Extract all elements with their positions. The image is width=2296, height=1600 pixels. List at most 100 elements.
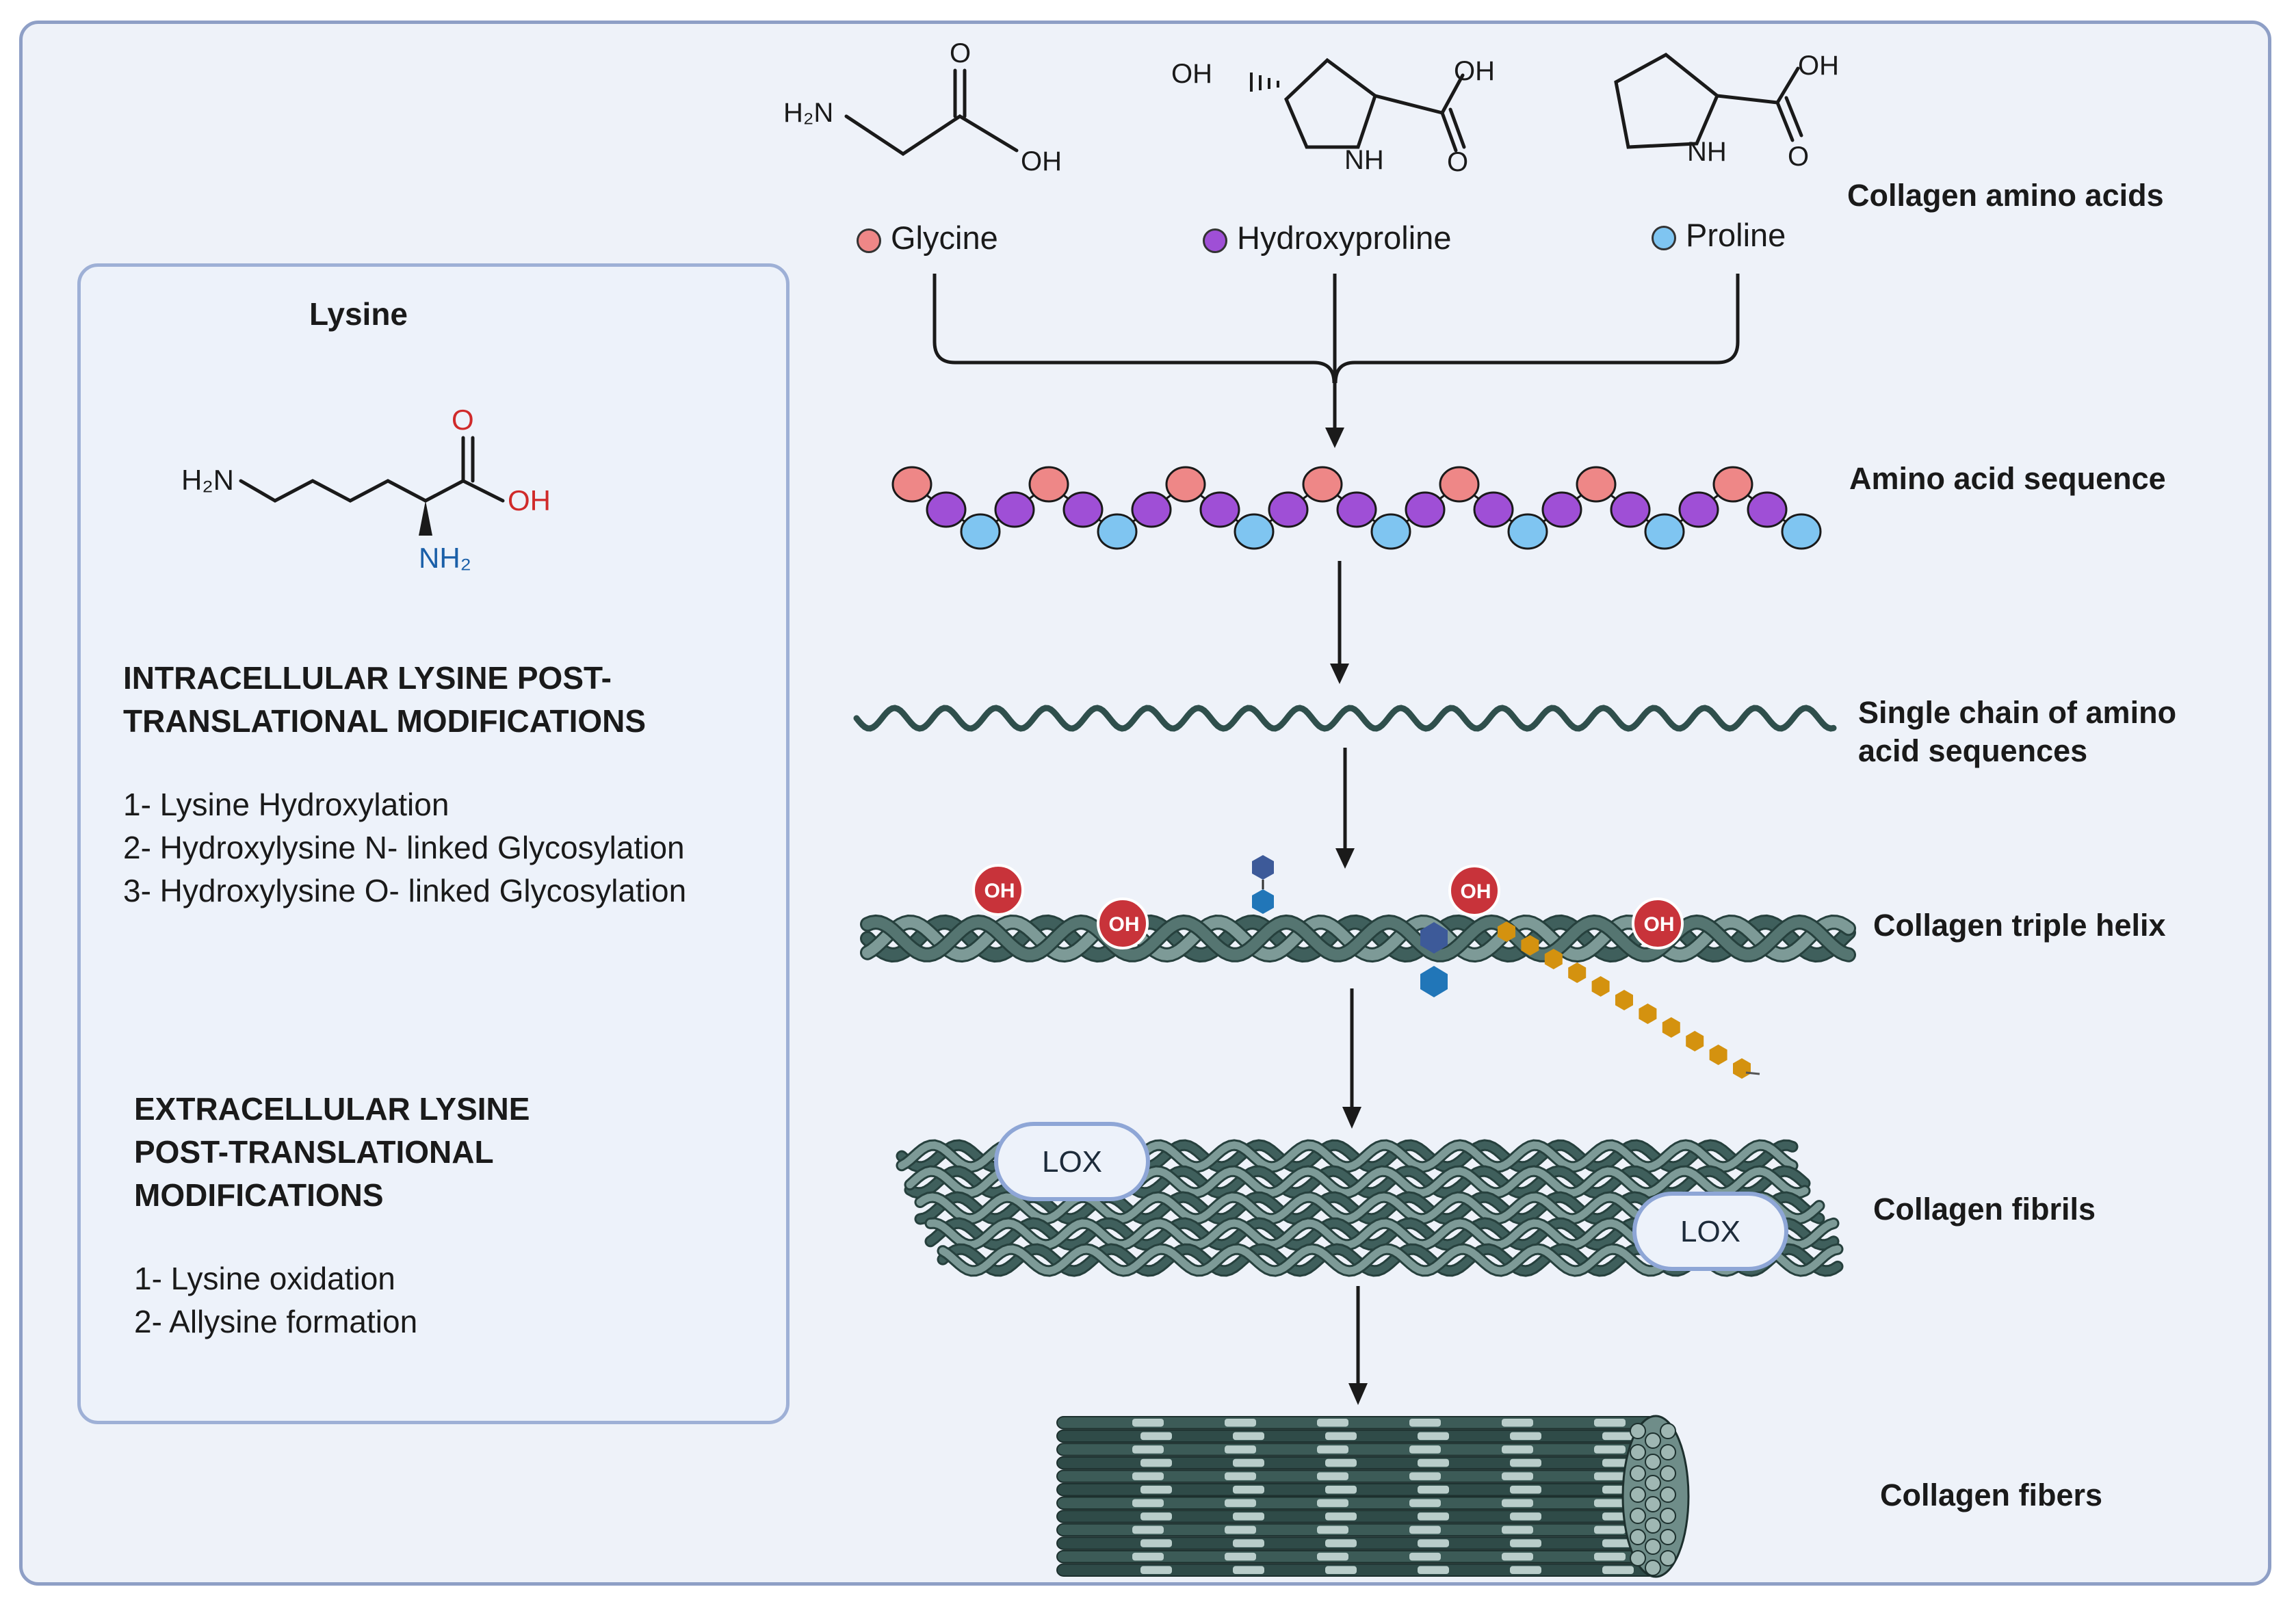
fiber-band [1325,1485,1357,1494]
glycine-bead [1576,466,1617,503]
fiber-band [1418,1458,1449,1467]
fiber-band [1325,1432,1357,1441]
proline-bead [1370,513,1411,550]
fiber-band [1602,1432,1634,1441]
stage-fibers: Collagen fibers [1880,1478,2103,1512]
fiber-band [1132,1445,1164,1454]
fiber-end-circle [1645,1517,1661,1534]
fiber-end-circle [1660,1486,1676,1503]
lysine-wedge-bond [419,501,432,536]
fiber-band [1132,1419,1164,1427]
fiber-band [1317,1499,1348,1508]
fiber-band [1140,1432,1172,1441]
fiber-band [1502,1499,1533,1508]
proline-bead [1234,513,1275,550]
fiber-band [1140,1458,1172,1467]
lox-badge [994,1122,1150,1201]
lox-label: LOX [1680,1215,1740,1248]
fiber-end-circle [1660,1444,1676,1460]
fiber-end-circle [1645,1538,1661,1555]
fiber-end-circle [1660,1423,1676,1439]
collagen-triple-helix [860,914,1856,963]
glycan-hexagon [1521,935,1539,956]
fiber-band [1225,1472,1256,1480]
hydroxyproline-bead [1199,491,1240,528]
glycine-bead [1165,466,1206,503]
stage-single-chain: Single chain of amino acid sequences [1858,695,2177,768]
fiber-band [1409,1419,1441,1427]
glycine-amine: H₂N [783,98,834,128]
fiber-band [1140,1539,1172,1547]
fiber-band [1418,1539,1449,1547]
glycan-hexagon [1568,962,1587,983]
fiber-band [1409,1445,1441,1454]
legend-glycine: Glycine [857,219,998,257]
glycan-hexagon [1615,990,1633,1010]
glycan-chain [1498,921,1760,1079]
fiber-end-circle [1630,1529,1646,1545]
proline-bead [960,513,1001,550]
fiber-end-circle [1645,1432,1661,1449]
stage-collagen-amino-acids: Collagen amino acids [1847,178,2164,213]
glycosylation-sugars [1252,855,1448,997]
lysine-amine-bottom: NH₂ [419,542,471,574]
fiber-end-circle [1645,1454,1661,1470]
fiber-band [1317,1472,1348,1480]
fiber-band [1140,1485,1172,1494]
glycan-hexagon [1498,921,1515,942]
single-amino-acid-chain-wave [853,705,1837,732]
legend-hydroxyproline: Hydroxyproline [1203,219,1451,257]
hydroxyproline-bead [1062,491,1104,528]
fiber-band [1233,1539,1264,1547]
fiber-band [1502,1472,1533,1480]
fiber-band [1510,1432,1541,1441]
arrow-head-1 [1325,428,1344,448]
lysine-title: Lysine [309,296,408,332]
fiber-band [1418,1512,1449,1521]
glycan-hexagon [1733,1058,1751,1079]
stage-amino-acid-sequence: Amino acid sequence [1849,461,2166,496]
oh-badge [972,864,1024,916]
hydroxyproline-hash-bond [1250,73,1279,92]
fiber-band [1594,1472,1626,1480]
fiber-band [1225,1445,1256,1454]
extracellular-list: 1- Lysine oxidation 2- Allysine formatio… [134,1257,417,1343]
fiber-band [1502,1525,1533,1534]
fiber-end-circle [1660,1465,1676,1482]
hydroxyproline-ring-oh: OH [1171,59,1212,89]
glycan-hexagon [1591,976,1610,997]
oh-badge [1448,865,1500,917]
hydroxyproline-bead [1268,491,1309,528]
hydroxyproline-oh: OH [1454,56,1495,86]
lysine-carbonyl-o: O [452,404,474,436]
fiber-band [1409,1472,1441,1480]
fiber-band [1132,1472,1164,1480]
glycan-tail [1745,1071,1760,1075]
fiber-band [1502,1445,1533,1454]
fiber-band [1325,1512,1357,1521]
proline-bead [1781,513,1822,550]
fiber-band [1233,1458,1264,1467]
list-item: 2- Allysine formation [134,1304,418,1339]
list-item: 2- Hydroxylysine N- linked Glycosylation [123,830,685,865]
fiber-end-circle [1645,1496,1661,1512]
fiber-band [1140,1512,1172,1521]
fiber-band [1418,1432,1449,1441]
fiber-end-circle [1645,1475,1661,1491]
fiber-band [1510,1539,1541,1547]
hydroxyproline-bead [1678,491,1719,528]
intracellular-heading: INTRACELLULAR LYSINE POST- TRANSLATIONAL… [123,660,647,739]
sugar-hexagon-dark-2 [1420,922,1448,954]
collagen-fiber-bundle [1056,1415,1690,1578]
oh-badge-label: OH [1644,913,1675,936]
arrow-head-2 [1330,664,1349,684]
fiber-band [1225,1552,1256,1561]
fiber-band [1602,1566,1634,1574]
hydroxyproline-bead [926,491,967,528]
amino-acid-bead-chain [891,466,1822,550]
glycine-o: O [950,38,971,68]
sugar-hexagon-dark [1252,855,1274,880]
fiber-end-circle [1630,1423,1646,1439]
fiber-band [1510,1512,1541,1521]
